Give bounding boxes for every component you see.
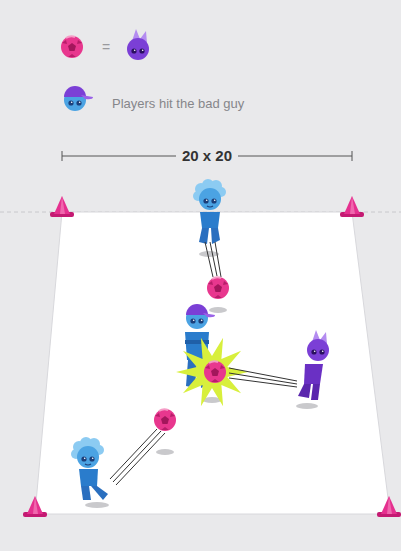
shadows [85, 251, 318, 508]
hit-burst [176, 338, 248, 406]
player-icon [64, 86, 93, 111]
bad-guy-icon [127, 29, 149, 60]
motion-lines [110, 429, 165, 485]
ball [204, 361, 226, 383]
legend-text: Players hit the bad guy [112, 97, 244, 111]
ball-icon [61, 36, 83, 58]
motion-lines [205, 242, 221, 277]
field-area [35, 212, 390, 514]
ball [154, 409, 176, 431]
cone [340, 196, 364, 217]
player-top [193, 179, 226, 244]
ball [207, 277, 229, 299]
motion-lines [229, 368, 297, 387]
player-bottom [71, 437, 108, 500]
dimension-label: 20 x 20 [176, 147, 238, 166]
cone [377, 496, 401, 517]
cone [23, 496, 47, 517]
legend-equals: = [102, 40, 110, 55]
cone [50, 196, 74, 217]
bad-guy [298, 330, 329, 400]
